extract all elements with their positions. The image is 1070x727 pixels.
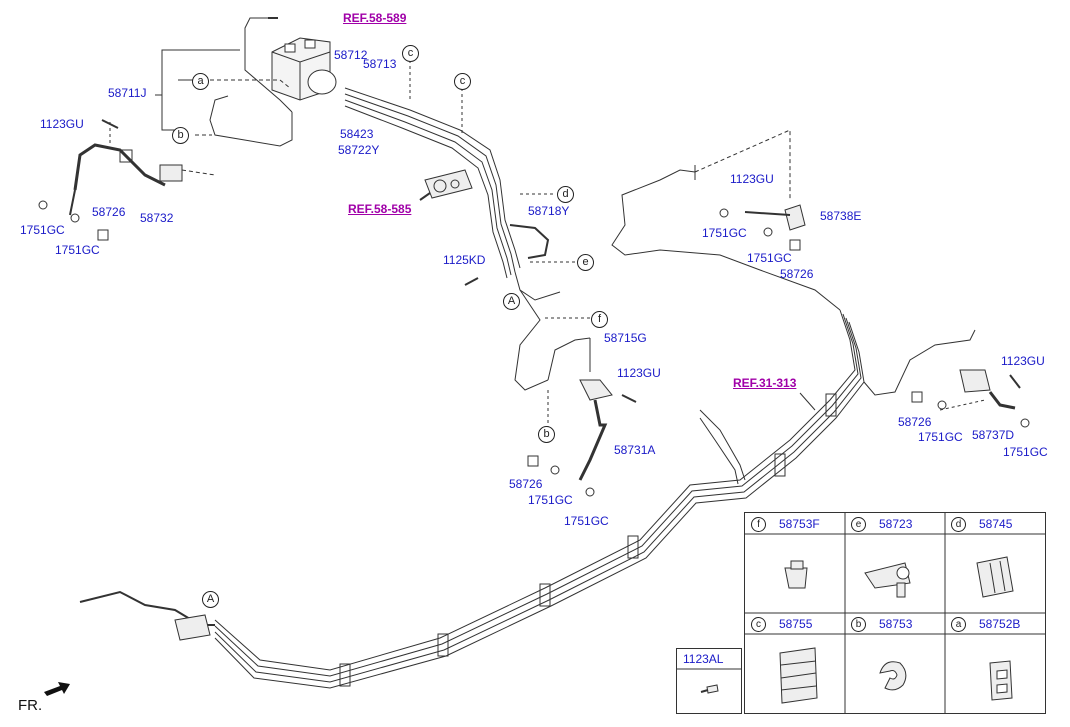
label-1751GC-h: 1751GC [1003,445,1048,459]
clip-58755-icon [779,647,818,704]
label-1123GU-a: 1123GU [40,117,84,131]
label-58738E: 58738E [820,209,862,223]
callout-b: b [172,127,189,144]
callout-b: b [538,426,555,443]
label-1751GC-a: 1751GC [20,223,65,237]
legend-part-58753F: 58753F [779,517,820,531]
callout-A: A [503,293,520,310]
legend-part-58723: 58723 [879,517,913,531]
legend-part-58752B: 58752B [979,617,1021,631]
label-58722Y: 58722Y [338,143,380,157]
label-58711J: 58711J [108,86,147,100]
label-1751GC-g: 1751GC [918,430,963,444]
label-58713: 58713 [363,57,397,71]
callout-e: e [577,254,594,271]
label-58718Y: 58718Y [528,204,570,218]
label-58423: 58423 [340,127,374,141]
label-1123GU-b: 1123GU [617,366,661,380]
clip-58745-icon [976,556,1014,598]
legend-part-1123AL: 1123AL [683,652,724,666]
bolt-1123AL-icon [677,668,741,694]
legend-letter-c: c [751,617,766,632]
legend-letter-e: e [851,517,866,532]
front-arrow-icon [44,682,70,696]
ref-31-313[interactable]: REF.31-313 [733,376,797,390]
callout-f: f [591,311,608,328]
legend-grid [745,513,1045,713]
callout-a: a [192,73,209,90]
callout-c: c [454,73,471,90]
label-1751GC-e: 1751GC [702,226,747,240]
legend-part-58753: 58753 [879,617,913,631]
legend-letter-d: d [951,517,966,532]
label-58726-d: 58726 [898,415,932,429]
callout-d: d [557,186,574,203]
label-58737D: 58737D [972,428,1015,442]
clip-58752B-icon [989,660,1013,701]
bracket-58723-icon [864,562,911,598]
label-58726-b: 58726 [509,477,543,491]
label-58726-c: 58726 [780,267,814,281]
label-1123GU-c: 1123GU [730,172,774,186]
clip-58753-icon [879,661,907,691]
legend-letter-a: a [951,617,966,632]
label-1125KD: 1125KD [443,253,486,267]
label-58732: 58732 [140,211,174,225]
label-58712: 58712 [334,48,368,62]
label-1751GC-c: 1751GC [528,493,573,507]
ref-58-585[interactable]: REF.58-585 [348,202,412,216]
front-direction-label: FR. [18,697,43,714]
clip-58753F-icon [784,560,808,589]
callout-A: A [202,591,219,608]
legend-letter-b: b [851,617,866,632]
legend-part-58755: 58755 [779,617,813,631]
label-58726-a: 58726 [92,205,126,219]
legend-table: f 58753F e 58723 d 58745 c 58755 b 58753… [744,512,1046,714]
label-1751GC-f: 1751GC [747,251,792,265]
part-box-1123AL: 1123AL [676,648,742,714]
abs-module [271,37,337,101]
label-1123GU-d: 1123GU [1001,354,1045,368]
label-58715G: 58715G [604,331,647,345]
ref-58-589[interactable]: REF.58-589 [343,11,407,25]
legend-letter-f: f [751,517,766,532]
label-58731A: 58731A [614,443,656,457]
label-1751GC-b: 1751GC [55,243,100,257]
callout-c: c [402,45,419,62]
legend-part-58745: 58745 [979,517,1013,531]
label-1751GC-d: 1751GC [564,514,609,528]
